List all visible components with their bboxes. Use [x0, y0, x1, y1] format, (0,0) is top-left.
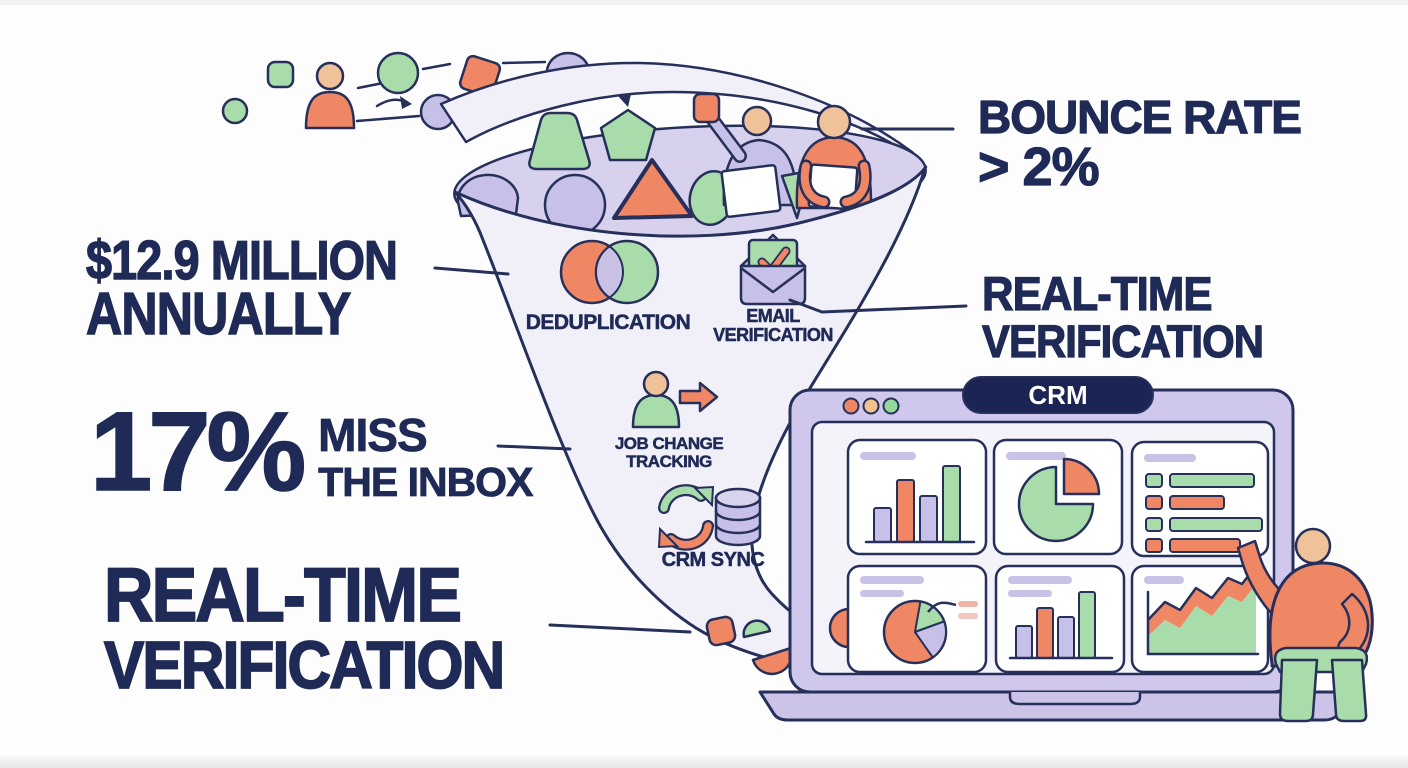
- stat-realtime-left: REAL-TIME VERIFICATION: [103, 557, 506, 704]
- bottom-edge-artifact: [0, 756, 1408, 768]
- person-at-laptop: [1236, 527, 1374, 723]
- person-job-change-icon: [631, 370, 719, 429]
- tile-title-placeholder: [1008, 590, 1052, 597]
- person-head: [1294, 527, 1332, 565]
- shape-pentagon: [599, 108, 657, 162]
- funnel-stage-label-deduplication: DEDUPLICATION: [525, 311, 691, 334]
- tile-title-placeholder: [1144, 454, 1196, 462]
- person-leg: [1330, 658, 1368, 723]
- venn-diagram-icon: [559, 239, 660, 305]
- stat-annual-cost-line2: ANNUALLY: [85, 281, 351, 348]
- connector-miss-inbox: [496, 444, 572, 451]
- funnel-stage-label-email-verification: EMAIL VERIFICATION: [700, 306, 846, 345]
- crm-badge: [962, 376, 1154, 414]
- window-dot-green: [882, 397, 900, 415]
- tile-title-placeholder: [1006, 452, 1066, 460]
- stat-annual-cost-line1: $12.9 MILLION: [85, 229, 398, 291]
- shape-rounded-square: [705, 615, 737, 647]
- email-label-line1: EMAIL: [746, 306, 800, 326]
- dashboard-tile-list: [1130, 440, 1270, 558]
- stat-realtime-right-line2: VERIFICATION: [981, 315, 1264, 367]
- person-head: [816, 104, 852, 140]
- contact-person-icon: [304, 90, 356, 130]
- sync-arrows-database-icon: [657, 484, 762, 551]
- person-leg: [1278, 658, 1319, 723]
- funnel-stage-label-crm-sync: CRM SYNC: [661, 549, 765, 571]
- database-icon: [714, 487, 762, 547]
- job-label-line1: JOB CHANGE: [614, 434, 724, 453]
- connector-realtime-right: [788, 298, 968, 314]
- stat-bounce-rate: BOUNCE RATE > 2%: [977, 93, 1302, 197]
- callout-line: [927, 601, 957, 613]
- shape-half-circle: [742, 619, 772, 639]
- crm-badge-label: CRM: [1028, 380, 1088, 410]
- tile-title-placeholder: [860, 576, 924, 584]
- funnel-stage-label-job-change-tracking: JOB CHANGE TRACKING: [596, 434, 742, 471]
- dashboard-tile-area-chart: [1130, 564, 1270, 674]
- dashboard-tile-bar-chart: [846, 438, 988, 556]
- phone-icon: [692, 92, 721, 124]
- stat-miss-inbox-line2: THE INBOX: [318, 459, 534, 505]
- stat-annual-cost: $12.9 MILLION ANNUALLY: [85, 232, 398, 348]
- funnel-rim-contents: [456, 92, 873, 237]
- tile-title-placeholder: [1008, 576, 1072, 584]
- window-dot-tan: [862, 397, 880, 415]
- job-label-line2: TRACKING: [626, 451, 713, 471]
- stat-realtime-left-line2: VERIFICATION: [103, 628, 506, 704]
- stat-bounce-rate-line1: BOUNCE RATE: [977, 91, 1302, 143]
- stat-bounce-rate-line2: > 2%: [977, 136, 1100, 197]
- shape-circle: [376, 51, 420, 95]
- laptop-base-notch: [1008, 692, 1142, 706]
- dashboard-tile-pie-callout: [846, 564, 988, 674]
- connector-annual-cost: [433, 266, 510, 276]
- stat-realtime-right-line1: REAL-TIME: [981, 267, 1213, 320]
- contact-person-head: [315, 61, 345, 91]
- shape-circle-small: [221, 97, 249, 125]
- shape-rounded-square: [266, 60, 295, 89]
- stat-miss-inbox-value: 17%: [89, 389, 307, 514]
- top-edge-artifact: [0, 0, 1408, 5]
- email-label-line2: VERIFICATION: [713, 324, 834, 345]
- connector-realtime-left: [548, 623, 692, 634]
- stat-miss-inbox: 17% MISS THE INBOX: [89, 389, 534, 514]
- shape-trapezoid: [528, 111, 591, 171]
- window-dot-orange: [842, 397, 860, 415]
- person-in-funnel-orange: [795, 104, 873, 211]
- tile-title-placeholder: [1144, 576, 1184, 584]
- job-change-arrow: [678, 381, 719, 413]
- sync-arrows-icon: [657, 484, 715, 551]
- crm-laptop: [758, 376, 1354, 722]
- callout-connectors: [433, 127, 968, 634]
- tile-title-placeholder: [860, 452, 916, 460]
- record-sheet: [720, 163, 782, 219]
- shape-triangle: [612, 158, 694, 220]
- person-head: [741, 105, 773, 137]
- tile-title-placeholder: [860, 590, 904, 597]
- envelope-check-icon: [739, 233, 807, 306]
- stat-realtime-left-line1: REAL-TIME: [103, 553, 463, 638]
- stat-miss-inbox-line1: MISS: [318, 409, 428, 461]
- stat-realtime-right: REAL-TIME VERIFICATION: [981, 269, 1264, 367]
- dashboard-tile-bar-chart: [994, 564, 1126, 674]
- dashboard-tile-pie-chart: [992, 438, 1124, 556]
